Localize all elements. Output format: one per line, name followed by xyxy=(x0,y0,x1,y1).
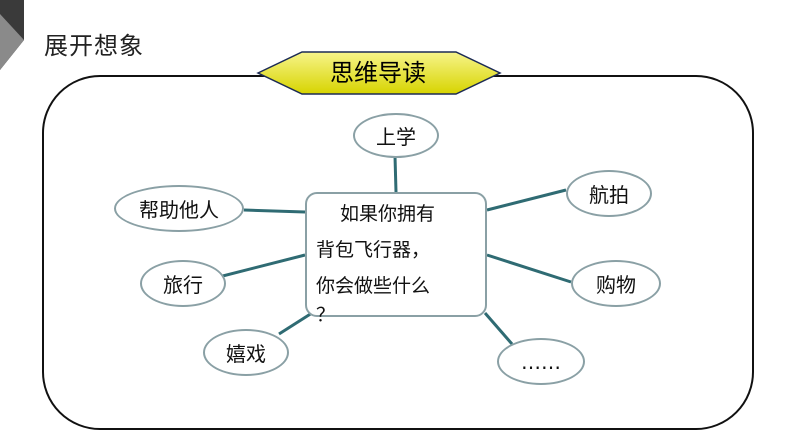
center-line-1: 如果你拥有 xyxy=(340,203,436,225)
badge-label: 思维导读 xyxy=(330,59,426,87)
node-lvxing: 旅行 xyxy=(140,260,226,307)
connector-xixi xyxy=(278,311,313,336)
connector-more xyxy=(483,312,514,345)
page-title: 展开想象 xyxy=(44,32,144,60)
center-line-2: 背包飞行器， xyxy=(316,239,431,261)
node-gouwu: 购物 xyxy=(571,260,661,307)
connector-shangxue xyxy=(393,155,398,193)
center-node-box xyxy=(305,192,487,317)
corner-chevron-decoration xyxy=(0,0,24,70)
node-more: …… xyxy=(497,338,585,385)
node-bangzhu: 帮助他人 xyxy=(114,185,244,232)
center-line-3: 你会做些什么 xyxy=(316,275,431,297)
connector-gouwu xyxy=(486,253,572,284)
node-hangpai: 航拍 xyxy=(566,170,652,217)
node-xixi: 嬉戏 xyxy=(203,329,289,376)
connector-bangzhu xyxy=(243,208,306,214)
node-shangxue: 上学 xyxy=(353,113,439,158)
connector-hangpai xyxy=(486,188,567,212)
center-node-text: 如果你拥有 背包飞行器， 你会做些什么 ？ xyxy=(316,196,476,326)
center-line-4: ？ xyxy=(316,304,336,326)
